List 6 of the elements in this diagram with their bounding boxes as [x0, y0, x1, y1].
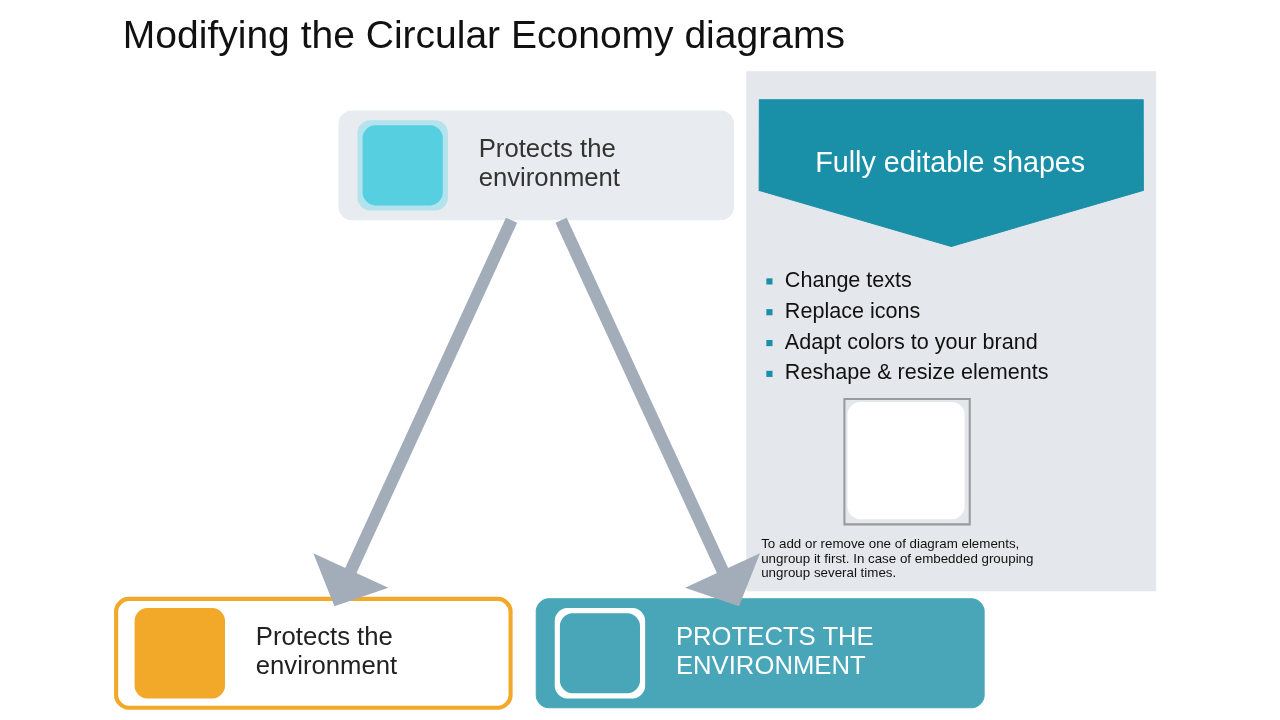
node-box: PROTECTS THE ENVIRONMENT	[535, 598, 985, 709]
node-box: Protects the environment	[338, 110, 734, 221]
diagram-title: Modifying the Circular Economy diagrams	[122, 12, 845, 56]
arrow	[313, 217, 518, 607]
node-box: Protects the environment	[114, 596, 513, 710]
arrow	[555, 217, 761, 607]
